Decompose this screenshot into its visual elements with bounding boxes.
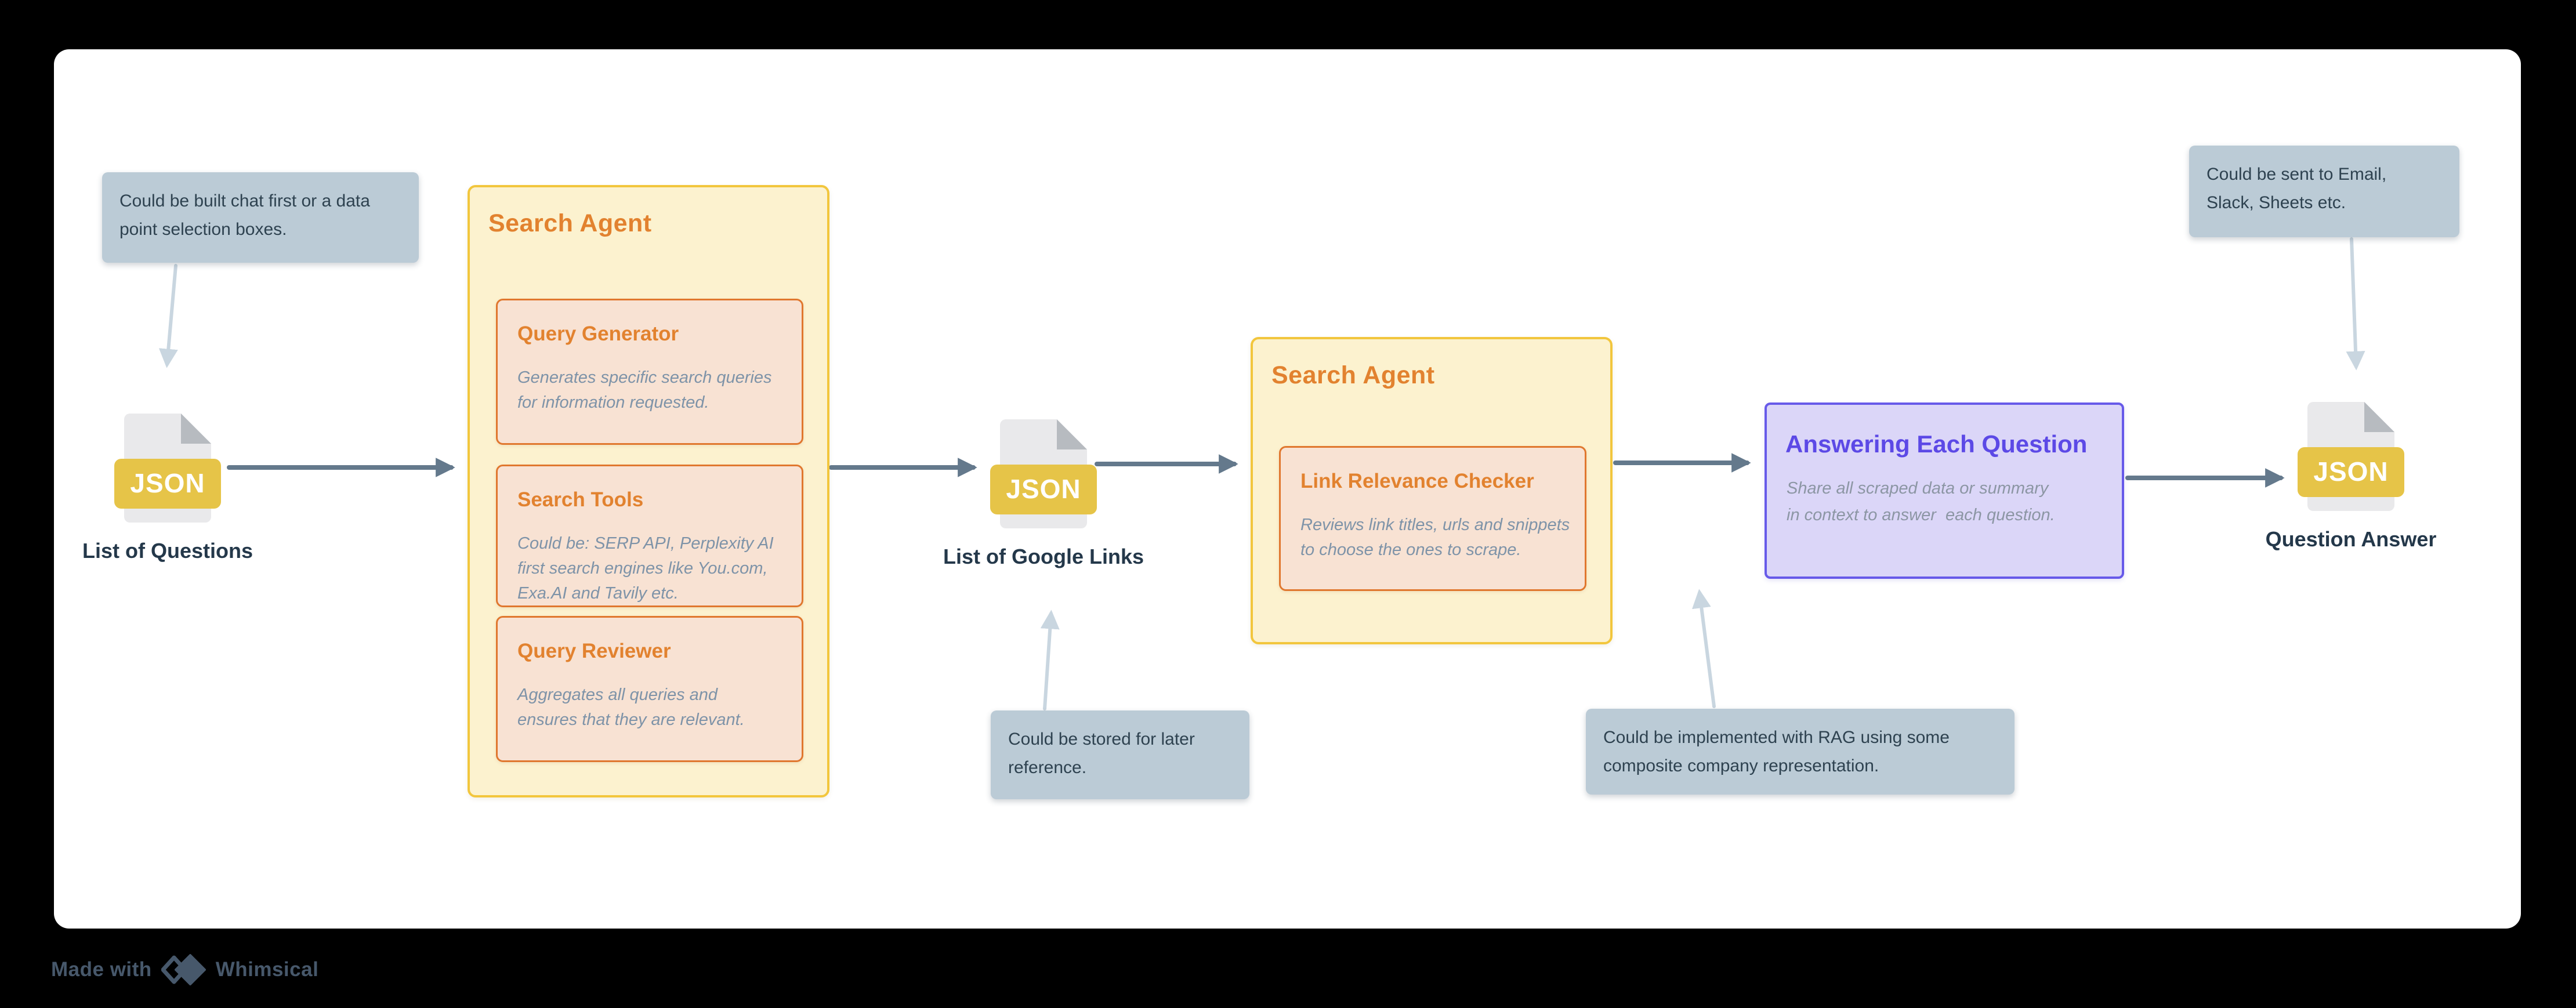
arrow-note-build-chat [158, 264, 178, 368]
node-search-tools: Search Tools Could be: SERP API, Perplex… [496, 465, 803, 607]
answering-title: Answering Each Question [1785, 430, 2088, 458]
agent2-title: Search Agent [1271, 361, 1435, 389]
note-rag: Could be implemented with RAG using some… [1586, 709, 2015, 795]
agent-box-search-1: Search Agent Query Generator Generates s… [468, 185, 829, 797]
arrow-note-stored-later [1040, 610, 1060, 710]
link-relevance-checker-title: Link Relevance Checker [1300, 470, 1534, 492]
note-build-chat: Could be built chat first or a data poin… [102, 172, 419, 263]
file-label: List of Google Links [943, 545, 1144, 568]
search-tools-body: Could be: SERP API, Perplexity AI first … [517, 534, 774, 603]
file-label: Question Answer [2265, 527, 2437, 551]
file-label: List of Questions [82, 539, 253, 563]
search-tools-title: Search Tools [517, 488, 644, 511]
json-badge: JSON [990, 465, 1097, 514]
file-fold-icon [1057, 419, 1087, 449]
node-query-generator: Query Generator Generates specific searc… [496, 299, 803, 445]
made-with-text: Made with [51, 958, 152, 981]
file-node-questions: JSON List of Questions [82, 414, 253, 563]
note-sent-to: Could be sent to Email, Slack, Sheets et… [2189, 146, 2459, 237]
node-query-reviewer: Query Reviewer Aggregates all queries an… [496, 616, 803, 762]
file-node-google-links: JSON List of Google Links [943, 419, 1144, 568]
query-reviewer-body: Aggregates all queries and ensures that … [517, 686, 745, 729]
agent1-title: Search Agent [488, 209, 652, 237]
arrow-note-sent-to [2346, 237, 2365, 371]
json-badge: JSON [2298, 447, 2404, 497]
arrow-note-rag [1691, 589, 1716, 708]
whimsical-diamond-icon [161, 954, 206, 985]
query-generator-body: Generates specific search queries for in… [517, 368, 772, 412]
node-answering-each-question: Answering Each Question Share all scrape… [1765, 403, 2124, 579]
answering-body: Share all scraped data or summary in con… [1787, 479, 2055, 524]
json-badge: JSON [114, 459, 221, 509]
node-link-relevance-checker: Link Relevance Checker Reviews link titl… [1279, 446, 1586, 591]
file-node-question-answer: JSON Question Answer [2266, 402, 2436, 551]
file-fold-icon [2364, 402, 2394, 432]
file-fold-icon [181, 414, 211, 444]
whimsical-wordmark: Whimsical [215, 958, 319, 981]
query-generator-title: Query Generator [517, 322, 679, 345]
link-relevance-checker-body: Reviews link titles, urls and snippets t… [1300, 516, 1570, 559]
agent-box-search-2: Search Agent Link Relevance Checker Revi… [1251, 337, 1613, 644]
whimsical-logo: Made with Whimsical [51, 949, 318, 991]
query-reviewer-title: Query Reviewer [517, 640, 671, 662]
note-stored-later: Could be stored for later reference. [991, 710, 1249, 799]
